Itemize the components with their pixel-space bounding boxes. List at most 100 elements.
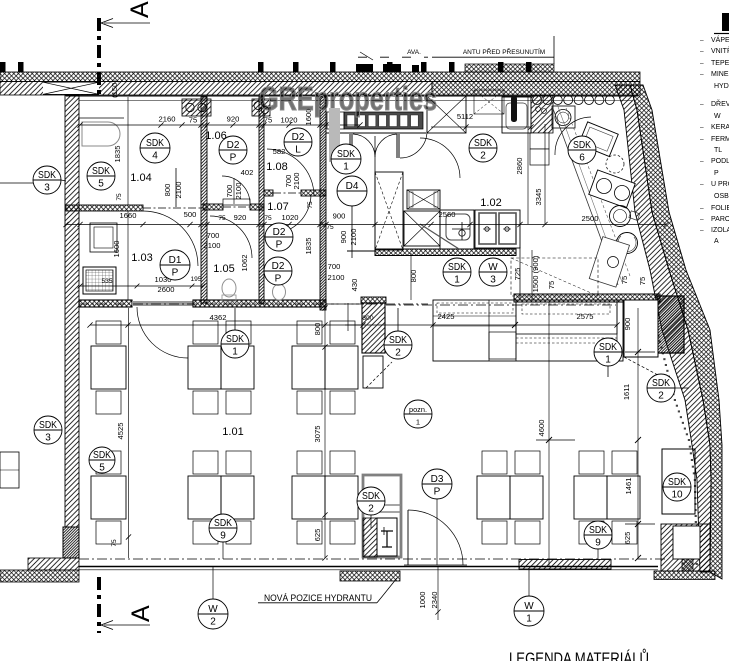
svg-text:A: A <box>126 1 154 18</box>
svg-text:4: 4 <box>152 151 158 162</box>
svg-text:P: P <box>434 487 441 498</box>
svg-text:1: 1 <box>454 275 460 286</box>
svg-text:SDK: SDK <box>92 166 110 177</box>
svg-text:800: 800 <box>163 184 172 197</box>
svg-text:3: 3 <box>44 183 50 194</box>
svg-text:–: – <box>700 37 704 44</box>
svg-text:625: 625 <box>313 529 322 542</box>
svg-text:1.07: 1.07 <box>267 201 288 213</box>
svg-text:SDK: SDK <box>599 342 617 353</box>
svg-text:75: 75 <box>264 116 272 125</box>
svg-text:75: 75 <box>326 224 334 231</box>
svg-text:700: 700 <box>328 262 341 271</box>
svg-text:VÁPENO: VÁPENO <box>711 35 729 44</box>
svg-text:4600: 4600 <box>537 420 546 437</box>
svg-text:2: 2 <box>658 391 664 402</box>
svg-text:D2: D2 <box>273 227 286 238</box>
svg-text:VNITŘNÍ: VNITŘNÍ <box>711 46 729 55</box>
svg-text:1611: 1611 <box>622 384 631 400</box>
svg-text:2100: 2100 <box>204 241 221 250</box>
svg-text:920: 920 <box>227 115 240 124</box>
svg-text:KERAMIC: KERAMIC <box>711 124 729 131</box>
svg-text:1: 1 <box>605 355 611 366</box>
svg-text:–: – <box>700 124 704 131</box>
svg-text:–: – <box>700 181 704 188</box>
svg-text:5: 5 <box>99 463 105 474</box>
svg-text:6: 6 <box>579 153 585 164</box>
svg-text:SDK: SDK <box>226 334 244 345</box>
svg-text:SDK: SDK <box>573 140 591 151</box>
svg-text:SDK: SDK <box>93 450 111 461</box>
svg-text:–: – <box>700 216 704 223</box>
svg-text:A: A <box>714 238 719 245</box>
svg-text:SDK: SDK <box>448 262 466 273</box>
svg-text:–: – <box>700 101 704 108</box>
svg-text:SDK: SDK <box>362 491 380 502</box>
svg-text:1835: 1835 <box>113 146 122 163</box>
svg-text:700: 700 <box>207 231 220 240</box>
svg-text:D4: D4 <box>346 181 359 192</box>
svg-text:1461: 1461 <box>624 478 633 495</box>
svg-text:GREproperties: GREproperties <box>259 80 437 117</box>
svg-text:5112: 5112 <box>457 112 473 121</box>
svg-text:W: W <box>488 262 498 273</box>
svg-text:500: 500 <box>184 210 197 219</box>
svg-text:2860: 2860 <box>515 158 524 175</box>
svg-text:1: 1 <box>416 418 420 427</box>
svg-text:582: 582 <box>273 147 286 156</box>
svg-text:SDK: SDK <box>39 420 57 431</box>
svg-text:U PROFIL: U PROFIL <box>711 181 729 188</box>
svg-text:2: 2 <box>480 151 486 162</box>
svg-text:SDK: SDK <box>214 518 232 529</box>
svg-text:75: 75 <box>189 116 197 125</box>
svg-text:1.06: 1.06 <box>205 130 226 142</box>
svg-text:300: 300 <box>362 315 373 322</box>
svg-text:4362: 4362 <box>210 313 227 322</box>
svg-text:DŘEVĚN�NÁ: DŘEVĚN�NÁ <box>711 99 729 108</box>
svg-text:1020: 1020 <box>281 116 298 125</box>
svg-text:FERMACELL: FERMACELL <box>711 136 729 143</box>
svg-text:402: 402 <box>241 168 254 177</box>
svg-text:75: 75 <box>111 539 118 547</box>
svg-text:D2: D2 <box>272 261 285 272</box>
svg-text:FOLIE: FOLIE <box>711 205 729 212</box>
svg-text:430: 430 <box>350 279 359 292</box>
svg-text:pozn.: pozn. <box>409 405 427 414</box>
svg-text:D3: D3 <box>431 474 444 485</box>
svg-text:1.02: 1.02 <box>480 197 501 209</box>
svg-text:700: 700 <box>284 175 293 188</box>
svg-text:75: 75 <box>638 277 647 285</box>
svg-text:535: 535 <box>101 278 112 285</box>
svg-text:AVA.: AVA. <box>407 49 421 56</box>
svg-text:SDK: SDK <box>668 477 686 488</box>
svg-text:IZOLACE: IZOLACE <box>711 227 729 234</box>
svg-text:LEGENDA MATERIÁLŮ: LEGENDA MATERIÁLŮ <box>509 649 649 661</box>
svg-text:900: 900 <box>333 212 346 221</box>
svg-text:–: – <box>700 71 704 78</box>
svg-text:2575: 2575 <box>577 312 594 321</box>
svg-text:9: 9 <box>595 538 601 549</box>
svg-text:725: 725 <box>513 268 522 281</box>
svg-text:–: – <box>700 205 704 212</box>
svg-text:75: 75 <box>620 276 629 284</box>
svg-text:2100: 2100 <box>292 173 301 190</box>
svg-text:P: P <box>714 170 719 177</box>
svg-text:1.01: 1.01 <box>222 426 243 438</box>
svg-text:2425: 2425 <box>438 312 455 321</box>
svg-text:2100: 2100 <box>234 183 243 200</box>
svg-text:D2: D2 <box>227 140 240 151</box>
svg-text:2340: 2340 <box>430 592 439 609</box>
svg-text:1030: 1030 <box>155 275 172 284</box>
svg-text:195: 195 <box>190 276 201 283</box>
svg-text:1600: 1600 <box>112 241 121 258</box>
svg-text:W: W <box>714 113 721 120</box>
svg-text:P: P <box>172 268 179 279</box>
svg-text:1.04: 1.04 <box>130 172 151 184</box>
svg-text:2500: 2500 <box>582 214 599 223</box>
svg-text:1.05: 1.05 <box>213 263 234 275</box>
svg-text:–: – <box>700 227 704 234</box>
svg-text:1.08: 1.08 <box>266 161 287 173</box>
svg-text:1062: 1062 <box>240 255 249 272</box>
svg-text:L: L <box>295 145 301 156</box>
svg-text:1500 (900): 1500 (900) <box>531 255 540 292</box>
